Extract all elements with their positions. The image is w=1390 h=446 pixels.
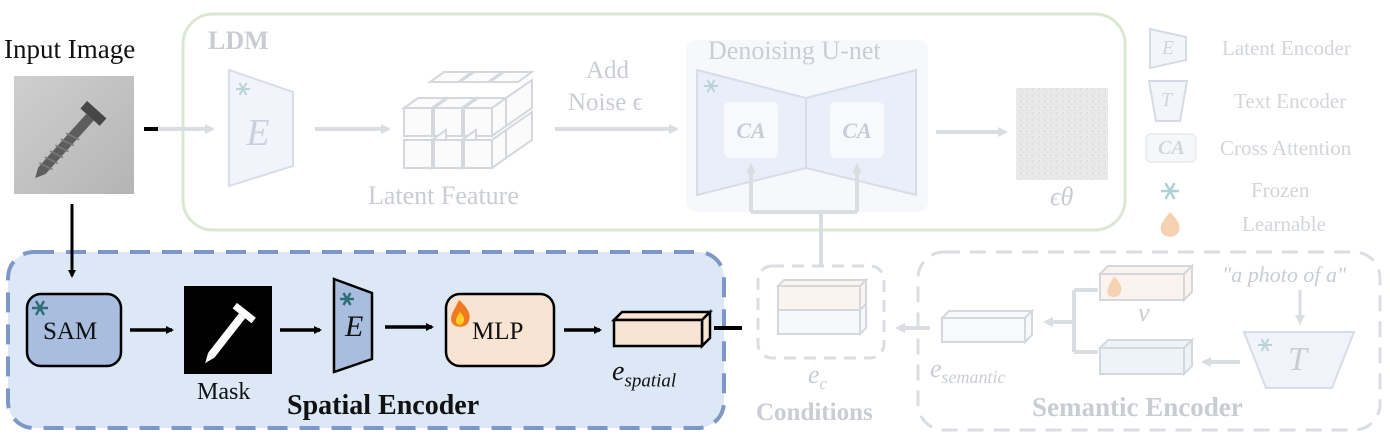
- mlp-box: [444, 292, 556, 368]
- e-spatial-label: espatial: [612, 356, 677, 392]
- legend-e-symbol: E: [1162, 37, 1175, 59]
- ldm-title: LDM: [208, 26, 269, 55]
- noise-output-image: [1016, 88, 1108, 180]
- legend-text-encoder-symbol: [1147, 80, 1189, 122]
- flame-icon: [451, 300, 470, 327]
- legend-cross-attention-label: Cross Attention: [1220, 136, 1352, 160]
- semantic-encoder-title: Semantic Encoder: [1032, 392, 1243, 422]
- text-encoder: [1242, 331, 1356, 389]
- frozen-icon: [32, 300, 48, 316]
- input-image: [14, 76, 134, 194]
- ldm-encoder-letter: E: [245, 112, 269, 154]
- text-embedding-block: [1097, 337, 1195, 377]
- ca-left-label: CA: [736, 118, 765, 143]
- conditions-title: Conditions: [756, 399, 873, 426]
- ec-label: ec: [808, 360, 828, 394]
- legend-ca-symbol: CA: [1158, 137, 1185, 159]
- sam-label: SAM: [43, 318, 98, 345]
- frozen-icon: [340, 292, 354, 306]
- spatial-encoder-letter: E: [345, 310, 364, 343]
- sam-box: [25, 292, 123, 368]
- legend-t-symbol: T: [1161, 89, 1173, 111]
- latent-feature-cubes: [400, 71, 536, 170]
- spatial-encoder-title: Spatial Encoder: [287, 390, 480, 421]
- denoising-unet: CA CA: [686, 40, 928, 212]
- ca-right-label: CA: [842, 118, 871, 143]
- legend-learnable-label: Learnable: [1242, 212, 1326, 236]
- mlp-label: MLP: [472, 318, 524, 345]
- legend: [1145, 27, 1197, 237]
- flame-icon: [1107, 276, 1122, 297]
- spatial-embedding-block: [610, 308, 714, 350]
- mask-label: Mask: [197, 379, 251, 405]
- cross-attention-left: [724, 102, 778, 158]
- semantic-embedding-block: [939, 308, 1035, 345]
- e-semantic-label: esemantic: [930, 354, 1006, 388]
- ldm-latent-encoder: E: [228, 68, 294, 188]
- ldm-panel: [181, 12, 1127, 232]
- add-noise-label-line1: Add: [586, 57, 630, 84]
- unet-title: Denoising U-net: [708, 36, 881, 65]
- legend-latent-encoder-label: Latent Encoder: [1222, 36, 1351, 60]
- legend-cross-attention-symbol: [1145, 133, 1197, 163]
- legend-frozen-label: Frozen: [1251, 178, 1310, 202]
- frozen-icon: [1258, 338, 1272, 352]
- ldm-output-label: ϵθ: [1050, 182, 1074, 211]
- spatial-latent-encoder: [332, 277, 374, 374]
- frozen-icon: [236, 82, 250, 96]
- cross-attention-right: [830, 102, 884, 158]
- conditions-stack: [775, 277, 869, 337]
- legend-latent-encoder-symbol: [1149, 27, 1187, 70]
- v-label: v: [1138, 298, 1150, 327]
- prompt-text: "a photo of a": [1222, 262, 1347, 287]
- semantic-encoder-panel: [916, 250, 1382, 432]
- add-noise-label-line2: Noise ϵ: [568, 89, 643, 116]
- mask-image: [184, 286, 272, 374]
- text-encoder-letter: T: [1288, 341, 1307, 378]
- legend-learnable-icon: [1160, 212, 1180, 237]
- input-image-title: Input Image: [4, 34, 136, 64]
- latent-feature-label: Latent Feature: [368, 181, 519, 210]
- legend-frozen-icon: [1161, 182, 1179, 200]
- frozen-icon: [704, 79, 718, 93]
- legend-text-encoder-label: Text Encoder: [1234, 89, 1347, 113]
